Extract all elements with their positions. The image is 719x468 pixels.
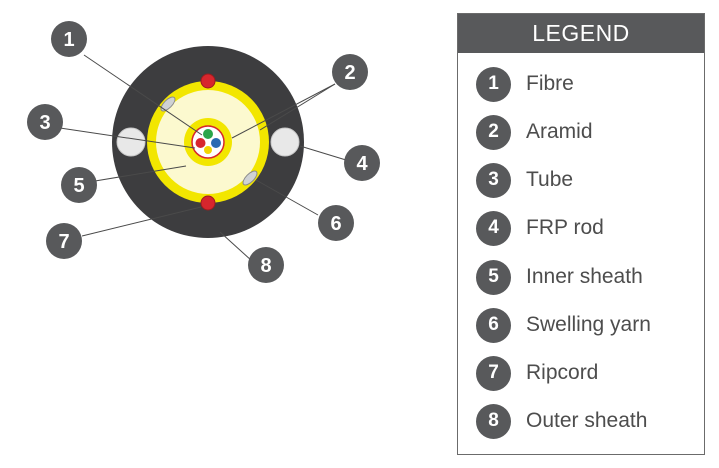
fibre-yellow: [204, 146, 212, 154]
badge-1: 1: [51, 21, 87, 57]
legend-badge: 4: [476, 210, 511, 246]
badge-4: 4: [344, 145, 380, 181]
badge-7-number: 7: [58, 231, 69, 253]
legend-label: Swelling yarn: [526, 313, 651, 336]
badge-3-number: 3: [39, 112, 50, 134]
leader-line-2a: [231, 83, 336, 139]
fibre-blue: [211, 138, 221, 148]
swelling-yarn-bottom-right: [242, 170, 258, 186]
ripcord-top: [200, 73, 216, 89]
legend-panel: LEGEND 1 Fibre 2 Aramid 3 Tube 4 FRP rod…: [457, 13, 705, 455]
legend-label: FRP rod: [526, 216, 604, 239]
badge-6: 6: [318, 205, 354, 241]
leader-line-3: [59, 127, 196, 149]
fibre-green: [203, 129, 213, 139]
legend-badge: 7: [476, 355, 511, 391]
leader-line-8: [219, 231, 253, 262]
leader-line-7: [81, 206, 202, 237]
legend-title: LEGEND: [458, 14, 704, 53]
legend-item-tube: 3 Tube: [476, 162, 573, 198]
legend-item-frp-rod: 4 FRP rod: [476, 210, 604, 246]
badge-1-number: 1: [63, 29, 74, 51]
legend-label: Tube: [526, 168, 574, 191]
frp-rod-left: [116, 127, 146, 157]
swelling-yarn-top-left: [160, 96, 176, 112]
badge-7: 7: [46, 223, 82, 259]
legend-badge: 8: [476, 403, 511, 439]
legend-item-inner-sheath: 5 Inner sheath: [476, 259, 643, 295]
legend-label: Outer sheath: [526, 409, 648, 432]
badge-8: 8: [248, 247, 284, 283]
leader-line-1: [83, 54, 203, 136]
legend-label: Ripcord: [526, 361, 599, 384]
badge-2: 2: [332, 54, 368, 90]
legend-label: Aramid: [526, 120, 593, 143]
badge-2-number: 2: [344, 62, 355, 84]
legend-item-fibre: 1 Fibre: [476, 66, 574, 102]
ripcord-bottom: [200, 195, 216, 211]
badge-3: 3: [27, 104, 63, 140]
legend-badge: 1: [476, 66, 511, 102]
legend-badge: 6: [476, 307, 511, 343]
legend-item-aramid: 2 Aramid: [476, 114, 593, 150]
legend-label: Fibre: [526, 72, 574, 95]
frp-rod-right: [270, 127, 300, 157]
legend-item-ripcord: 7 Ripcord: [476, 355, 598, 391]
badge-8-number: 8: [260, 255, 271, 277]
legend-badge: 3: [476, 162, 511, 198]
legend-badge: 5: [476, 259, 511, 295]
legend-item-swelling-yarn: 6 Swelling yarn: [476, 307, 651, 343]
badge-4-number: 4: [356, 153, 368, 175]
legend-label: Inner sheath: [526, 265, 643, 288]
legend-badge: 2: [476, 114, 511, 150]
leader-line-5: [94, 165, 187, 182]
leader-line-6: [255, 179, 319, 216]
fibre-red: [195, 138, 206, 148]
leader-line-2b: [259, 83, 336, 131]
legend-item-outer-sheath: 8 Outer sheath: [476, 403, 647, 439]
badge-6-number: 6: [330, 213, 341, 235]
badge-5: 5: [61, 167, 97, 203]
badge-5-number: 5: [73, 175, 84, 197]
leader-line-4: [299, 145, 347, 161]
